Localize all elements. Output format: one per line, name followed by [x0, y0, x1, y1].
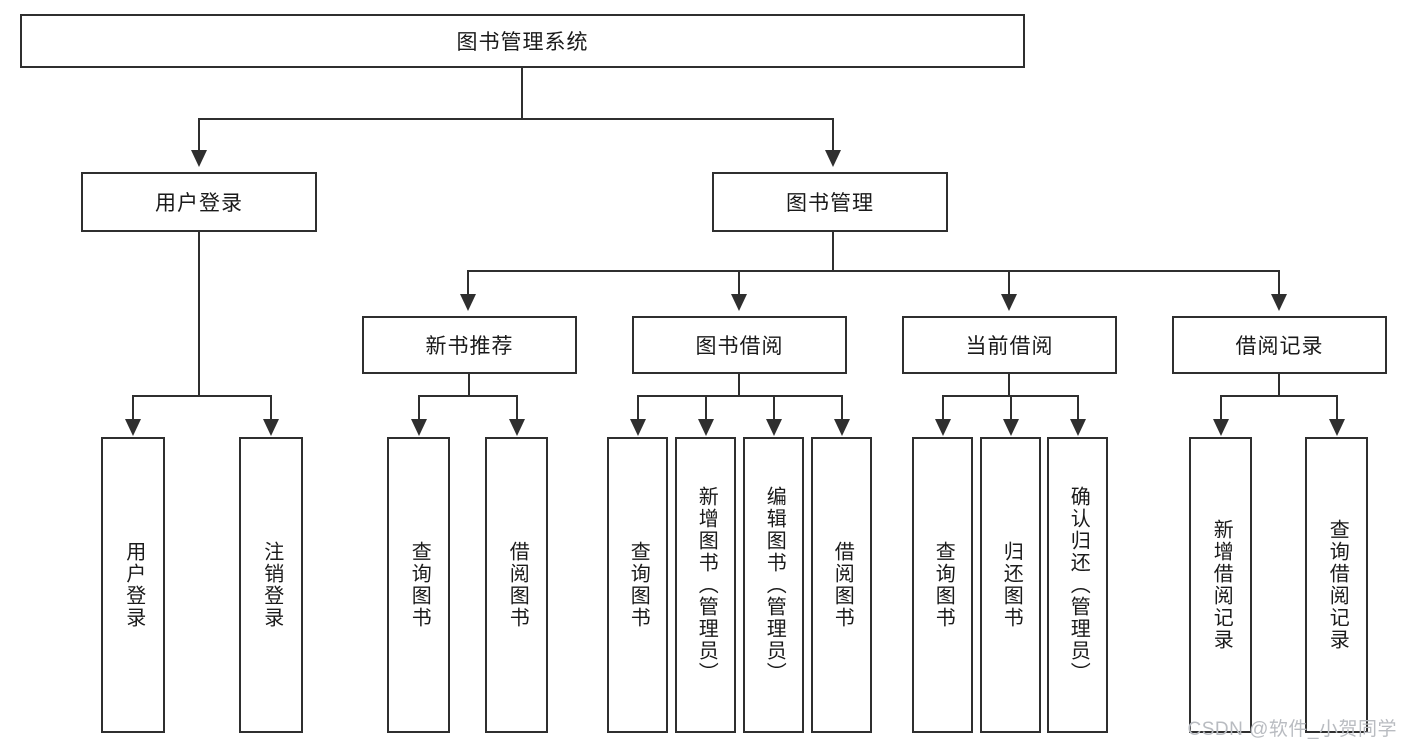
connector-bb-to-leaf-2 [705, 395, 707, 421]
arrowhead-bb-to-leaf-3 [766, 419, 782, 436]
arrowhead-br-to-leaf-1 [1213, 419, 1229, 436]
connector-user-login-to-leaf-2 [270, 395, 272, 421]
leaf-query-book-current[interactable]: 查询图书 [912, 437, 973, 733]
node-borrow-record[interactable]: 借阅记录 [1172, 316, 1387, 374]
arrowhead-root-to-user-login [191, 150, 207, 167]
connector-new-book-recommend-stem [468, 374, 470, 397]
connector-nbr-to-leaf-1 [418, 395, 420, 421]
connector-cb-to-leaf-2 [1010, 395, 1012, 421]
node-label: 新书推荐 [425, 335, 514, 358]
node-book-borrow[interactable]: 图书借阅 [632, 316, 847, 374]
connector-cb-to-leaf-1 [942, 395, 944, 421]
node-new-book-recommend[interactable]: 新书推荐 [362, 316, 577, 374]
connector-current-borrow-stem [1008, 374, 1010, 397]
leaf-borrow-book[interactable]: 借阅图书 [811, 437, 872, 733]
arrowhead-nbr-to-leaf-2 [509, 419, 525, 436]
node-label: 查询图书 [627, 541, 650, 629]
leaf-user-logout[interactable]: 注销登录 [239, 437, 303, 733]
connector-borrow-record-stem [1278, 374, 1280, 397]
arrowhead-bb-to-leaf-2 [698, 419, 714, 436]
node-label: 借阅记录 [1235, 335, 1324, 358]
node-label: 归还图书 [1000, 541, 1023, 629]
arrowhead-root-to-book-management [825, 150, 841, 167]
node-label: 查询图书 [932, 541, 955, 629]
connector-nbr-to-leaf-2 [516, 395, 518, 421]
connector-root-stem [521, 68, 523, 119]
node-label: 当前借阅 [965, 335, 1054, 358]
connector-user-login-bus [132, 395, 271, 397]
node-label: 借阅图书 [506, 541, 529, 629]
connector-new-book-recommend-bus [418, 395, 518, 397]
leaf-borrow-book-recommend[interactable]: 借阅图书 [485, 437, 548, 733]
node-label: 确认归还（管理员） [1067, 486, 1090, 684]
connector-user-login-to-leaf-1 [132, 395, 134, 421]
connector-user-login-stem [198, 232, 200, 397]
node-book-management[interactable]: 图书管理 [712, 172, 948, 232]
leaf-query-book-borrow[interactable]: 查询图书 [607, 437, 668, 733]
node-root-book-management-system[interactable]: 图书管理系统 [20, 14, 1025, 68]
arrowhead-cb-to-leaf-1 [935, 419, 951, 436]
arrowhead-br-to-leaf-2 [1329, 419, 1345, 436]
leaf-edit-book-admin[interactable]: 编辑图书（管理员） [743, 437, 804, 733]
connector-root-to-user-login [198, 118, 200, 151]
arrowhead-bb-to-leaf-4 [834, 419, 850, 436]
leaf-add-book-admin[interactable]: 新增图书（管理员） [675, 437, 736, 733]
connector-cb-to-leaf-3 [1077, 395, 1079, 421]
leaf-query-borrow-record[interactable]: 查询借阅记录 [1305, 437, 1368, 733]
connector-borrow-record-bus [1220, 395, 1338, 397]
arrowhead-to-new-book-recommend [460, 294, 476, 311]
arrowhead-cb-to-leaf-3 [1070, 419, 1086, 436]
connector-root-to-book-management [832, 118, 834, 151]
connector-level3-bus [467, 270, 1279, 272]
arrowhead-to-book-borrow [731, 294, 747, 311]
leaf-query-book-recommend[interactable]: 查询图书 [387, 437, 450, 733]
arrowhead-nbr-to-leaf-1 [411, 419, 427, 436]
node-label: 新增借阅记录 [1210, 519, 1233, 651]
connector-book-borrow-stem [738, 374, 740, 397]
connector-book-borrow-bus [637, 395, 843, 397]
arrowhead-to-borrow-record [1271, 294, 1287, 311]
arrowhead-user-login-to-leaf-1 [125, 419, 141, 436]
node-label: 查询借阅记录 [1326, 519, 1349, 651]
connector-br-to-leaf-1 [1220, 395, 1222, 421]
arrowhead-bb-to-leaf-1 [630, 419, 646, 436]
node-label: 用户登录 [155, 192, 243, 215]
watermark-text: CSDN @软件_小贺同学 [1187, 719, 1397, 740]
node-label: 注销登录 [260, 541, 283, 629]
node-current-borrow[interactable]: 当前借阅 [902, 316, 1117, 374]
connector-bb-to-leaf-4 [841, 395, 843, 421]
connector-to-borrow-record [1278, 270, 1280, 296]
leaf-add-borrow-record[interactable]: 新增借阅记录 [1189, 437, 1252, 733]
connector-book-management-stem [832, 232, 834, 272]
leaf-confirm-return-admin[interactable]: 确认归还（管理员） [1047, 437, 1108, 733]
connector-to-new-book-recommend [467, 270, 469, 296]
node-label: 图书管理 [786, 192, 874, 215]
node-label: 编辑图书（管理员） [763, 486, 786, 684]
node-label: 查询图书 [408, 541, 431, 629]
node-label: 新增图书（管理员） [695, 486, 718, 684]
leaf-return-book[interactable]: 归还图书 [980, 437, 1041, 733]
connector-to-book-borrow [738, 270, 740, 296]
node-label: 借阅图书 [831, 541, 854, 629]
node-user-login[interactable]: 用户登录 [81, 172, 317, 232]
node-label: 用户登录 [122, 541, 145, 629]
connector-to-current-borrow [1008, 270, 1010, 296]
arrowhead-user-login-to-leaf-2 [263, 419, 279, 436]
connector-bb-to-leaf-3 [773, 395, 775, 421]
arrowhead-cb-to-leaf-2 [1003, 419, 1019, 436]
connector-br-to-leaf-2 [1336, 395, 1338, 421]
connector-root-bus [198, 118, 834, 120]
node-label: 图书借阅 [695, 335, 784, 358]
node-label: 图书管理系统 [456, 31, 589, 54]
leaf-user-login[interactable]: 用户登录 [101, 437, 165, 733]
connector-bb-to-leaf-1 [637, 395, 639, 421]
arrowhead-to-current-borrow [1001, 294, 1017, 311]
